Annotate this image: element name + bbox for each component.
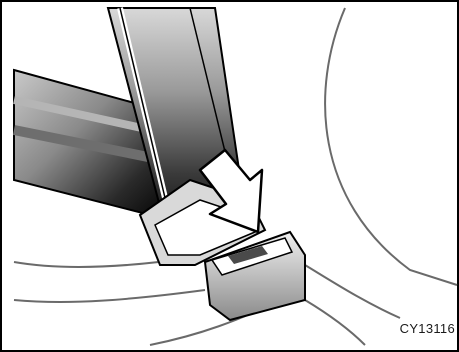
figure-code: CY13116: [400, 321, 455, 336]
